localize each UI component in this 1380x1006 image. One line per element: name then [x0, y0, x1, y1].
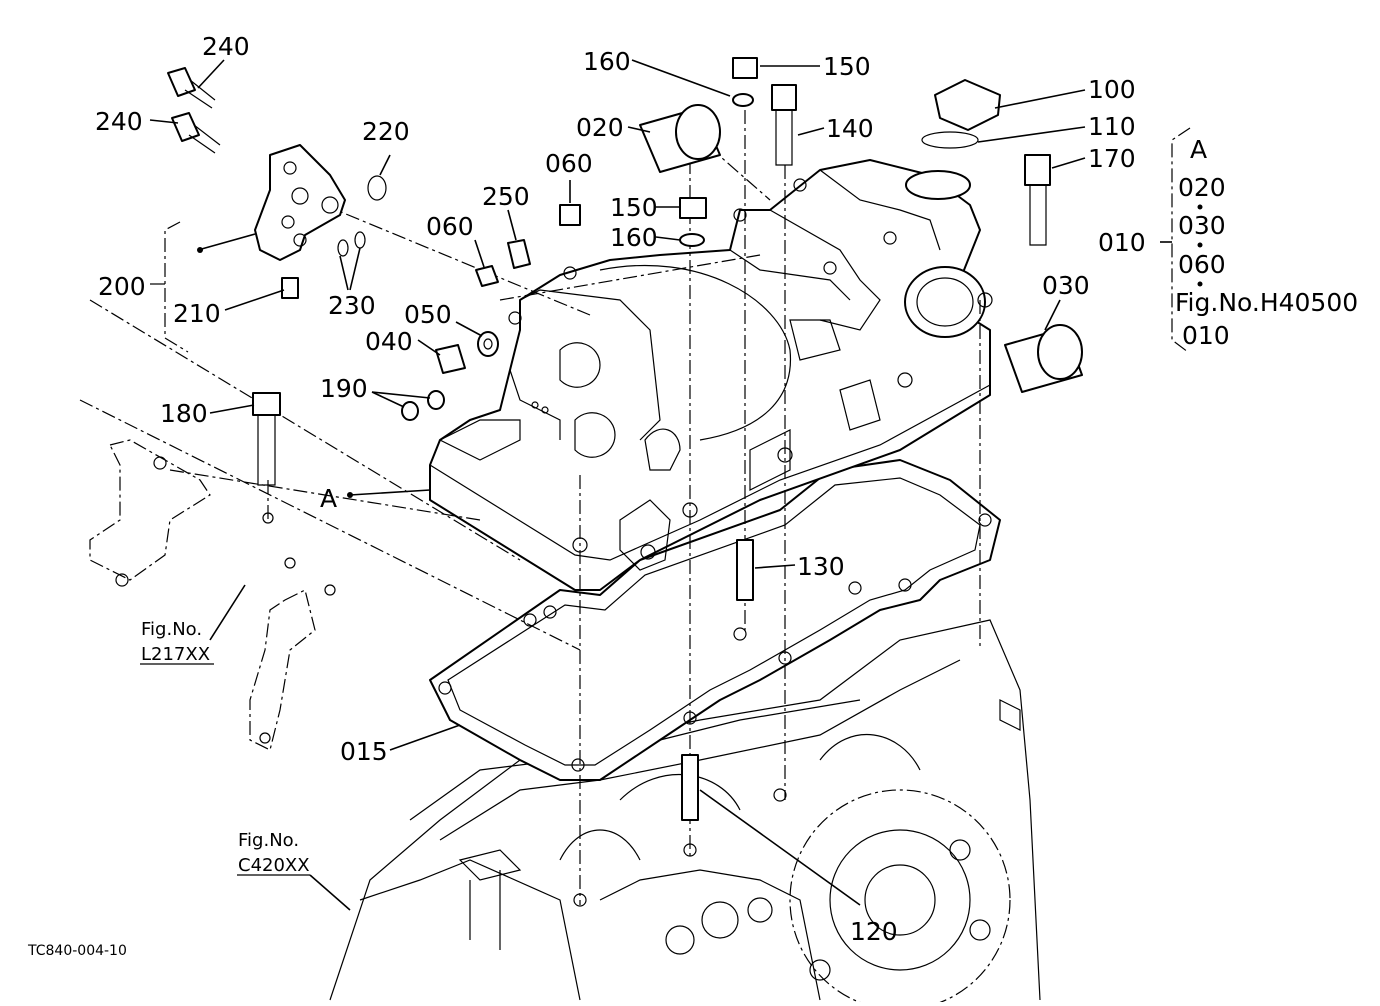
- label-040: 040: [365, 327, 413, 356]
- legend-item-030: 030: [1178, 211, 1226, 240]
- bracket-left: [89, 439, 336, 751]
- label-160-top: 160: [583, 47, 631, 76]
- label-160-middle: 160: [610, 223, 658, 252]
- leader-lines: [149, 59, 1172, 911]
- label-180: 180: [160, 399, 208, 428]
- label-060-upper: 060: [545, 149, 593, 178]
- label-250: 250: [482, 182, 530, 211]
- legend-item-fig-h40500: Fig.No.H40500: [1175, 288, 1358, 317]
- fig-ref-l217-number: L217XX: [141, 644, 210, 665]
- legend-item-020: 020: [1178, 173, 1226, 202]
- label-020: 020: [576, 113, 624, 142]
- label-100: 100: [1088, 75, 1136, 104]
- figure-references: Fig.No. L217XX Fig.No. C420XX: [140, 619, 310, 876]
- label-030: 030: [1042, 271, 1090, 300]
- label-060-lower: 060: [426, 212, 474, 241]
- label-220: 220: [362, 117, 410, 146]
- assembly-legend: A 020 030 060 Fig.No.H40500 010: [1171, 127, 1358, 353]
- legend-item-010: 010: [1182, 321, 1230, 350]
- legend-title: A: [1190, 135, 1207, 164]
- label-210: 210: [173, 299, 221, 328]
- label-010: 010: [1098, 228, 1146, 257]
- label-130: 130: [797, 552, 845, 581]
- label-230: 230: [328, 291, 376, 320]
- label-240-top: 240: [202, 32, 250, 61]
- label-170: 170: [1088, 144, 1136, 173]
- label-200: 200: [98, 272, 146, 301]
- label-190: 190: [320, 374, 368, 403]
- drawing-code: TC840-004-10: [27, 943, 127, 959]
- fig-ref-c420-prefix: Fig.No.: [238, 830, 299, 851]
- part-labels: 240 240 220 200 210 230 250 060 060 050 …: [95, 32, 1146, 946]
- label-150-middle: 150: [610, 193, 658, 222]
- legend-item-060: 060: [1178, 250, 1226, 279]
- label-050: 050: [404, 300, 452, 329]
- label-120: 120: [850, 917, 898, 946]
- bolts-and-fittings: [167, 57, 1083, 821]
- label-240-bottom: 240: [95, 107, 143, 136]
- valve-bracket-200: [254, 144, 346, 261]
- label-150-top: 150: [823, 52, 871, 81]
- label-A: A: [320, 484, 337, 513]
- label-140: 140: [826, 114, 874, 143]
- label-015: 015: [340, 737, 388, 766]
- hydraulic-cylinder-housing: [429, 159, 993, 591]
- label-110: 110: [1088, 112, 1136, 141]
- fig-ref-c420-number: C420XX: [238, 855, 310, 876]
- transmission-case: [329, 619, 1041, 1006]
- fig-ref-l217-prefix: Fig.No.: [141, 619, 202, 640]
